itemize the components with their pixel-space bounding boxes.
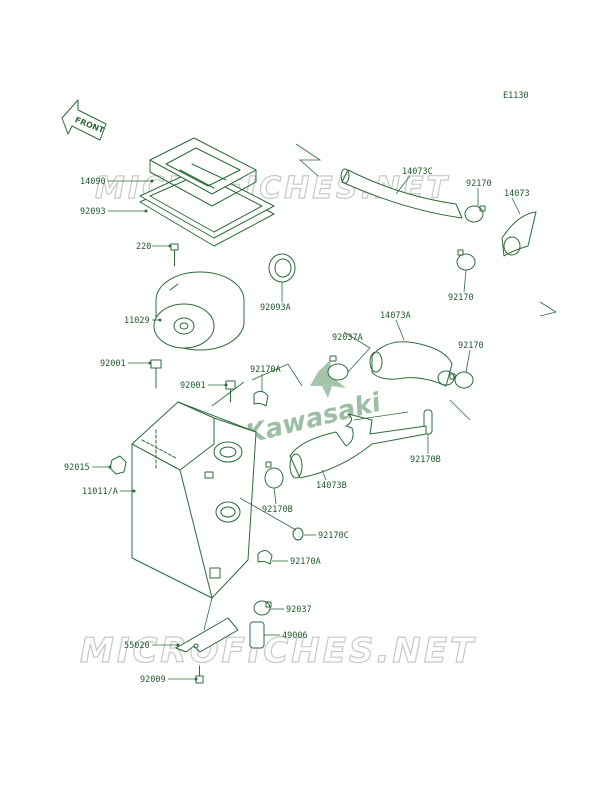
clamp-92037A-part [327, 355, 349, 381]
svg-text:92001: 92001 [180, 381, 206, 391]
svg-text:11011/A: 11011/A [82, 487, 118, 497]
screw-220-part [170, 243, 179, 267]
bracket-55020-part [175, 617, 239, 653]
clamp-92170A-top-part [253, 390, 269, 407]
label-92170-right: 92170 [458, 341, 484, 373]
figure-code: E1130 [503, 91, 529, 101]
svg-text:92037A: 92037A [332, 333, 363, 343]
svg-text:92170: 92170 [466, 179, 492, 189]
clamp-92170-b-part [456, 249, 476, 271]
label-11011A: 11011/A [82, 487, 136, 497]
label-92093A: 92093A [260, 282, 291, 313]
ring-92093A-part [268, 253, 296, 283]
svg-text:92170A: 92170A [250, 365, 281, 375]
label-49006: 49006 [264, 631, 308, 641]
svg-text:92170: 92170 [448, 293, 474, 303]
label-92037A: 92037A [332, 333, 363, 343]
label-92093: 92093 [80, 207, 148, 217]
label-92001-mid: 92001 [180, 381, 228, 391]
watermark-lower: MICROFICHES.NET [80, 631, 476, 671]
svg-text:92093: 92093 [80, 207, 106, 217]
svg-text:92170: 92170 [458, 341, 484, 351]
svg-text:11029: 11029 [124, 316, 150, 326]
label-92170A-top: 92170A [250, 365, 281, 392]
svg-text:14090: 14090 [80, 177, 106, 187]
svg-text:14073A: 14073A [380, 311, 411, 321]
clamp-92170-top-part [464, 205, 486, 223]
label-14090: 14090 [80, 177, 154, 187]
svg-text:92037: 92037 [286, 605, 312, 615]
label-92170B-right: 92170B [410, 434, 441, 465]
label-14073A: 14073A [380, 311, 411, 341]
svg-text:49006: 49006 [282, 631, 308, 641]
label-92170A-low: 92170A [272, 557, 321, 567]
label-14073: 14073 [504, 189, 530, 215]
label-92170-b: 92170 [448, 269, 474, 303]
svg-text:55020: 55020 [124, 641, 150, 651]
label-92001-left: 92001 [100, 359, 152, 369]
label-92170-top: 92170 [466, 179, 492, 206]
air-filter-element-part [153, 271, 245, 351]
air-box-housing-part [131, 401, 257, 599]
svg-text:14073B: 14073B [316, 481, 347, 491]
svg-text:92170A: 92170A [290, 557, 321, 567]
clamp-92170C-part [292, 527, 304, 541]
nut-92015-part [109, 455, 127, 475]
svg-text:14073: 14073 [504, 189, 530, 199]
elbow-14073-part [501, 211, 537, 257]
svg-text:220: 220 [136, 242, 151, 252]
label-55020: 55020 [124, 641, 180, 651]
bolt-92001-mid-part [225, 380, 236, 403]
svg-text:92170B: 92170B [410, 455, 441, 465]
clamp-92170A-low-part [257, 550, 273, 565]
bolt-92001-left-part [150, 359, 162, 389]
svg-text:92093A: 92093A [260, 303, 291, 313]
svg-text:92015: 92015 [64, 463, 90, 473]
clamp-92170-right-part [449, 371, 474, 389]
svg-text:92009: 92009 [140, 675, 166, 685]
label-92015: 92015 [64, 463, 112, 473]
svg-text:92001: 92001 [100, 359, 126, 369]
label-92170C: 92170C [239, 497, 349, 541]
clamp-92170B-low-part [264, 461, 284, 489]
clamp-92037-part [253, 600, 272, 616]
svg-text:92170B: 92170B [262, 505, 293, 515]
filter-cover-part [139, 137, 275, 247]
front-arrow-icon: FRONT [61, 99, 107, 141]
label-92009: 92009 [140, 675, 198, 685]
label-220: 220 [136, 242, 172, 252]
label-11029: 11029 [124, 316, 162, 326]
svg-text:92170C: 92170C [318, 531, 349, 541]
hose-49006-part [249, 621, 265, 649]
label-92170B-low: 92170B [262, 487, 293, 515]
duct-14073B-part [289, 413, 427, 479]
duct-14073C-part [340, 168, 463, 219]
duct-14073A-part [369, 341, 455, 387]
label-14073B: 14073B [316, 469, 347, 491]
svg-text:14073C: 14073C [402, 167, 433, 177]
label-14073C: 14073C [395, 167, 433, 195]
label-92037: 92037 [270, 605, 312, 615]
